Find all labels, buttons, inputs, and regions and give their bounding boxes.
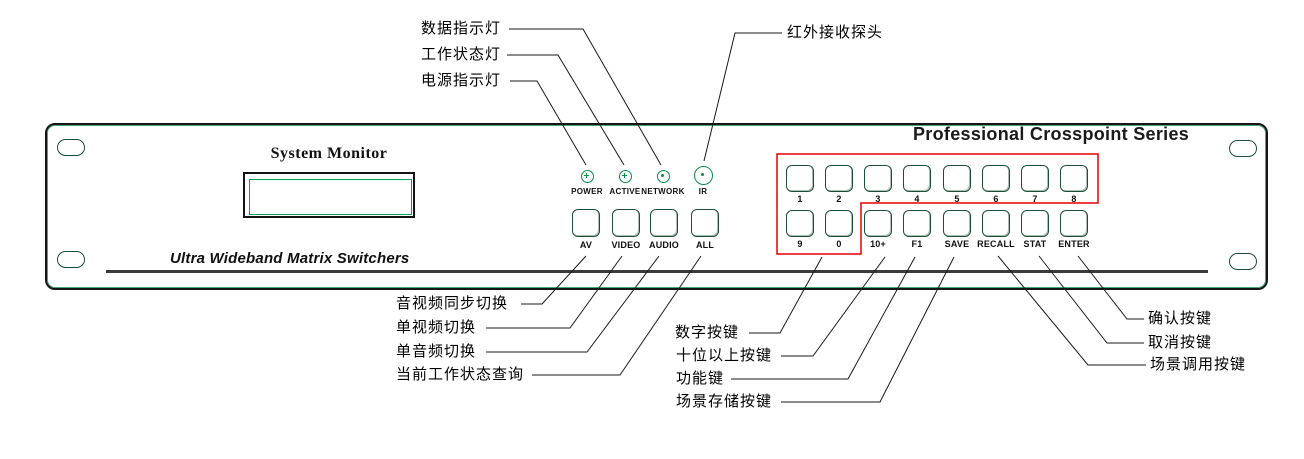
active-led-icon: [618, 170, 632, 183]
av-button-label: AV: [579, 240, 593, 250]
network-led-icon: [656, 170, 670, 183]
key-f1-face[interactable]: [903, 210, 931, 237]
key-save-face[interactable]: [943, 210, 971, 237]
rack-hole-bottom-left: [57, 251, 85, 268]
key-recall-face[interactable]: [982, 210, 1010, 237]
callout-av-sync: 音视频同步切换: [396, 295, 509, 312]
callout-status-led: 工作状态灯: [421, 46, 502, 63]
active-led-label: ACTIVE: [609, 187, 641, 196]
rack-hole-bottom-right: [1229, 253, 1257, 270]
key-8-label: 8: [1071, 194, 1077, 204]
video-button[interactable]: VIDEO: [611, 209, 640, 250]
panel-subtitle: Ultra Wideband Matrix Switchers: [170, 250, 410, 267]
ir-receiver-icon: [693, 166, 713, 185]
key-6-face[interactable]: [982, 165, 1010, 192]
power-led-icon: [580, 170, 594, 183]
key-10plus[interactable]: 10+: [864, 210, 892, 249]
network-led: NETWORK: [641, 170, 685, 196]
key-9-face[interactable]: [786, 210, 814, 237]
key-8[interactable]: 8: [1060, 165, 1088, 204]
callout-data-led: 数据指示灯: [421, 20, 502, 37]
rack-hole-top-left: [57, 139, 85, 156]
callout-function-key: 功能键: [676, 370, 725, 387]
key-9[interactable]: 9: [786, 210, 814, 249]
key-8-face[interactable]: [1060, 165, 1088, 192]
ir-receiver: IR: [681, 166, 725, 196]
callout-video-only: 单视频切换: [396, 319, 477, 336]
rack-hole-top-right: [1229, 140, 1257, 157]
video-button-label: VIDEO: [611, 240, 641, 250]
callout-scene-recall-key: 场景调用按键: [1150, 356, 1247, 373]
active-led: ACTIVE: [603, 170, 647, 196]
callout-audio-only: 单音频切换: [396, 343, 477, 360]
key-2-face[interactable]: [825, 165, 853, 192]
key-7[interactable]: 7: [1021, 165, 1049, 204]
audio-button-label: AUDIO: [649, 240, 679, 250]
panel-divider-line: [106, 270, 1208, 273]
key-3[interactable]: 3: [864, 165, 892, 204]
callout-digit-keys: 数字按键: [675, 324, 740, 341]
callout-cancel-key: 取消按键: [1148, 334, 1213, 351]
video-button-face[interactable]: [612, 209, 640, 237]
power-led: POWER: [565, 170, 609, 196]
series-title: Professional Crosspoint Series: [913, 124, 1190, 144]
all-button-face[interactable]: [691, 209, 719, 237]
key-save[interactable]: SAVE: [943, 210, 971, 249]
key-1-face[interactable]: [786, 165, 814, 192]
key-3-face[interactable]: [864, 165, 892, 192]
av-button[interactable]: AV: [572, 209, 600, 250]
display-title: System Monitor: [270, 145, 388, 162]
callout-tens-key: 十位以上按键: [676, 347, 773, 364]
all-button[interactable]: ALL: [691, 209, 719, 250]
key-2[interactable]: 2: [825, 165, 853, 204]
key-0-face[interactable]: [825, 210, 853, 237]
key-5-face[interactable]: [943, 165, 971, 192]
all-button-label: ALL: [695, 240, 715, 250]
callout-scene-save-key: 场景存储按键: [676, 393, 773, 410]
lcd-display: [243, 172, 415, 218]
callout-confirm-key: 确认按键: [1148, 310, 1213, 327]
callout-ir-sensor: 红外接收探头: [787, 24, 884, 41]
key-enter[interactable]: ENTER: [1058, 210, 1090, 249]
key-10plus-face[interactable]: [864, 210, 892, 237]
ir-receiver-label: IR: [698, 187, 708, 196]
key-7-face[interactable]: [1021, 165, 1049, 192]
key-5[interactable]: 5: [943, 165, 971, 204]
key-stat[interactable]: STAT: [1021, 210, 1049, 249]
key-stat-face[interactable]: [1021, 210, 1049, 237]
lcd-screen: [249, 179, 412, 215]
key-recall[interactable]: RECALL: [977, 210, 1015, 249]
key-0[interactable]: 0: [825, 210, 853, 249]
key-1[interactable]: 1: [786, 165, 814, 204]
audio-button-face[interactable]: [650, 209, 678, 237]
key-4[interactable]: 4: [903, 165, 931, 204]
key-f1[interactable]: F1: [903, 210, 931, 249]
audio-button[interactable]: AUDIO: [649, 209, 679, 250]
key-enter-face[interactable]: [1060, 210, 1088, 237]
key-enter-label: ENTER: [1058, 239, 1090, 249]
network-led-label: NETWORK: [641, 187, 685, 196]
av-button-face[interactable]: [572, 209, 600, 237]
key-6[interactable]: 6: [982, 165, 1010, 204]
power-led-label: POWER: [571, 187, 603, 196]
callout-power-led: 电源指示灯: [421, 72, 502, 89]
callout-status-query: 当前工作状态查询: [396, 366, 525, 383]
key-4-face[interactable]: [903, 165, 931, 192]
